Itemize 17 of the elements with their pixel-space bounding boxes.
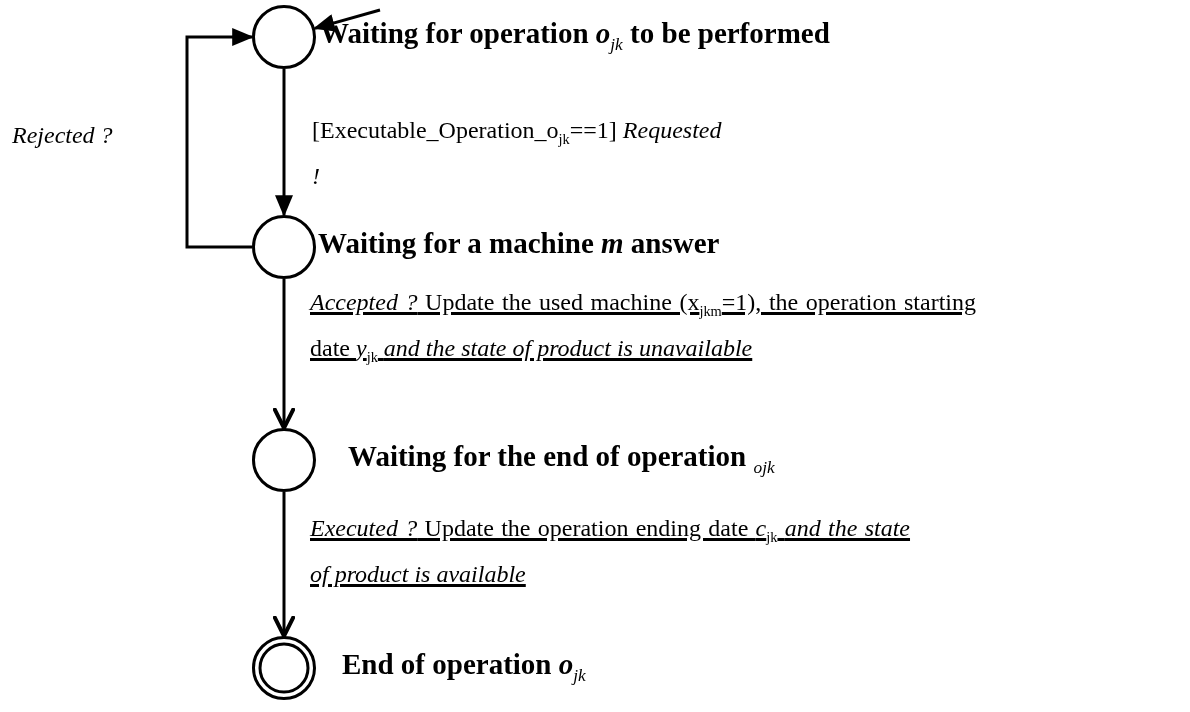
arrow <box>272 492 296 638</box>
arrow <box>185 28 254 249</box>
transition-label: Accepted ? Update the used machine (x$_{jkm}$=1), the operation starting date y$_{jk}$ and the state of product is unavailable <box>310 288 976 367</box>
state-label: Waiting for the end of operation $_{ojk}$ <box>348 441 775 477</box>
transition-label: Rejected ? <box>12 121 114 150</box>
transition-label: [Executable_Operation_o$_{jk}$==1] Requested ! <box>312 116 723 191</box>
state-circle <box>251 214 317 280</box>
arrow <box>313 8 381 32</box>
transition-label: Executed ? Update the operation ending date c$_{jk}$ and the state of product is available <box>310 514 910 589</box>
state-circle <box>251 427 317 493</box>
arrow <box>275 69 293 217</box>
state-circle <box>251 4 317 70</box>
state-label: Waiting for operation o$_{jk}$ to be performed <box>320 18 830 54</box>
state-label: Waiting for a machine m answer <box>318 228 720 260</box>
state-label: End of operation o$_{jk}$ <box>342 649 586 685</box>
final-state-circle <box>251 635 317 701</box>
arrow <box>272 279 296 430</box>
